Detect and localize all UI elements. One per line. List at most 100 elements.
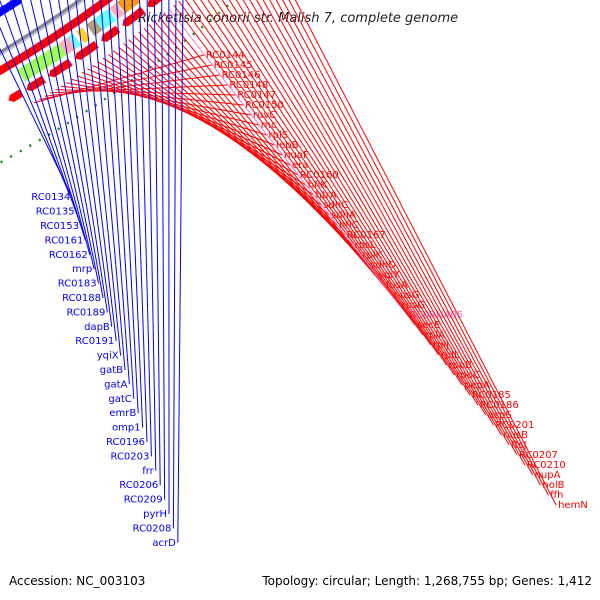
gene-label: RC0208	[133, 523, 172, 534]
gene-label: RC0148	[229, 80, 268, 91]
leader-line	[178, 0, 424, 336]
gene-label: mrp	[72, 264, 92, 275]
leader-line	[192, 0, 440, 356]
leader-line	[20, 0, 91, 255]
gene-class-block-tan	[86, 18, 103, 37]
summary-text: Topology: circular; Length: 1,268,755 bp…	[261, 574, 592, 588]
reverse-gene-arrow	[11, 0, 23, 7]
gene-label: yqiX	[97, 351, 119, 362]
leader-line	[123, 0, 144, 428]
leader-line	[228, 0, 479, 406]
forward-gene-arrow	[109, 25, 121, 36]
gene-label: RC0185	[472, 390, 511, 401]
gene-class-block-green	[45, 43, 67, 64]
gene-class-block-yellow	[76, 27, 91, 44]
gene-label: gatB	[100, 365, 123, 376]
leader-line	[66, 0, 113, 327]
leader-line	[161, 0, 166, 500]
gene-label: frr	[142, 466, 154, 477]
map-title: Rickettsia conorii str. Malish 7, comple…	[138, 11, 458, 26]
leader-line	[108, 0, 135, 399]
gene-label: RC0186	[480, 400, 519, 411]
gene-label: sdhA	[331, 210, 356, 221]
leader-line	[75, 0, 117, 342]
gene-label: RC0209	[124, 495, 163, 506]
leader-line	[131, 0, 148, 443]
gene-label: RC0150	[245, 100, 284, 111]
gene-label: pepA	[464, 380, 490, 391]
leader-line	[0, 0, 82, 227]
gene-label: ruvC	[253, 110, 276, 121]
leader-line	[58, 0, 108, 313]
gene-label: ftsJ	[511, 440, 526, 451]
leader-line	[153, 0, 161, 486]
gene-class-block-pink	[58, 37, 76, 55]
leader-line	[282, 0, 541, 486]
gene-label: nusB	[503, 430, 528, 441]
leader-line	[139, 0, 152, 457]
gene-label: rpoB	[449, 360, 473, 371]
gene-label: acrD	[152, 538, 176, 549]
gene-label: rpsL	[355, 240, 377, 251]
leader-line	[158, 16, 393, 296]
leader-line	[249, 0, 502, 436]
forward-gene-arrow	[62, 58, 73, 69]
leader-line	[92, 0, 126, 371]
gene-label: RC0210	[527, 460, 566, 471]
leader-line	[168, 8, 408, 316]
leader-line	[10, 0, 86, 241]
gene-label: RC0147	[237, 90, 276, 101]
leader-line	[0, 47, 73, 198]
gene-class-block-green	[17, 61, 39, 82]
gene-label: RC0145	[214, 60, 253, 71]
leader-line	[262, 0, 518, 456]
gene-label: RC0135	[36, 207, 75, 218]
gene-label: RC0207	[519, 450, 558, 461]
gene-label: era	[292, 160, 308, 171]
gene-class-block-orange	[117, 0, 135, 14]
leader-line	[214, 0, 463, 386]
gene-label: RC0146	[222, 70, 261, 81]
leader-line	[172, 0, 177, 529]
gene-label: nusG	[394, 290, 420, 301]
gene-label: RC0191	[75, 336, 114, 347]
gene-label: RC0161	[45, 235, 84, 246]
leader-line	[173, 4, 416, 326]
gene-label: holB	[542, 480, 564, 491]
leader-line	[83, 0, 122, 356]
gene-label: rpoC	[456, 370, 480, 381]
leader-line	[116, 0, 139, 414]
leader-line	[30, 0, 95, 270]
leader-line	[221, 0, 471, 396]
leader-line	[39, 0, 100, 284]
leader-line	[200, 0, 447, 366]
gene-label: pyrH	[143, 509, 167, 520]
gene-label: RC0203	[111, 451, 150, 462]
gene-label: rnc	[261, 120, 277, 131]
gene-label: lepB	[276, 140, 298, 151]
leader-line	[288, 0, 549, 496]
gene-label: RC0RNA05	[409, 310, 463, 321]
leader-line	[146, 0, 157, 471]
gene-label: RC0134	[31, 192, 70, 203]
leader-line	[49, 0, 104, 299]
leader-line	[100, 0, 130, 385]
gene-label: rplS	[269, 130, 289, 141]
leader-line	[269, 0, 526, 466]
leader-line	[235, 0, 487, 416]
leader-line	[153, 20, 385, 286]
gene-label: RC0206	[119, 480, 158, 491]
gene-label: aspS	[488, 410, 512, 421]
gene-label: gatA	[104, 379, 127, 390]
leader-line	[256, 0, 510, 446]
gene-label: RC0183	[58, 279, 97, 290]
leader-line	[0, 26, 78, 212]
gene-label: ffh	[550, 490, 563, 501]
leader-line	[163, 12, 400, 306]
gene-class-block-orange	[129, 0, 141, 7]
gene-label: sdhD	[370, 260, 396, 271]
gene-label: RC0153	[40, 221, 79, 232]
gene-label: omp1	[112, 423, 141, 434]
accession-text: Accession: NC_003103	[9, 574, 145, 588]
